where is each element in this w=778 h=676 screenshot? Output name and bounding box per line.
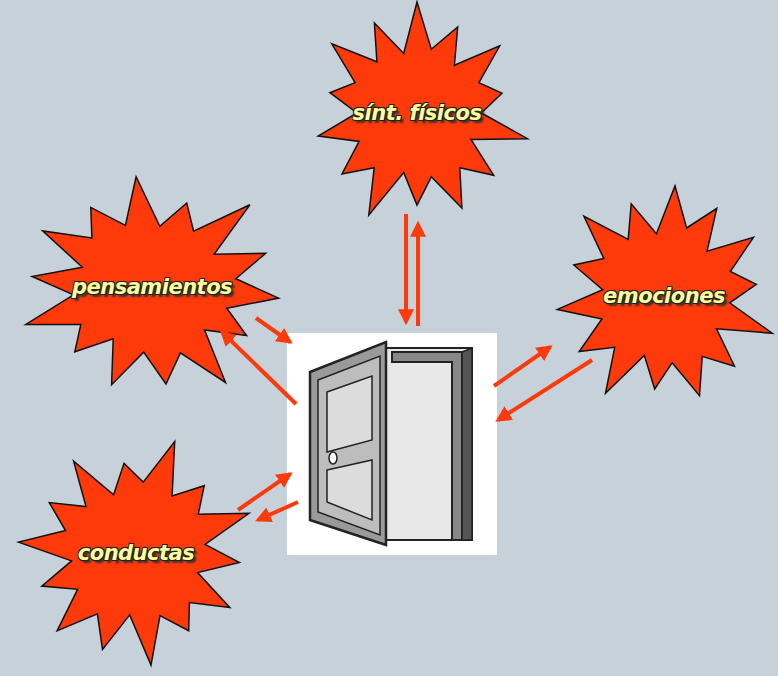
starburst-outline — [19, 442, 249, 666]
arrow-line — [222, 332, 296, 404]
door-leaf-face — [318, 356, 380, 535]
arrow-line — [498, 360, 592, 420]
starburst-node: emociones — [552, 182, 776, 410]
starburst-outline — [557, 186, 772, 396]
arrow-line — [258, 502, 298, 520]
door-frame-inner — [392, 352, 462, 540]
door-frame-side — [462, 348, 472, 540]
door-leaf — [310, 342, 386, 545]
starburst-node: pensamientos — [18, 176, 286, 398]
label-holder: emociones — [552, 182, 776, 410]
label-holder: pensamientos — [18, 176, 286, 398]
arrow-line — [238, 474, 290, 510]
door-panel — [327, 460, 372, 520]
label-holder: sínt. físicos — [308, 2, 526, 224]
burst-label: pensamientos — [72, 275, 232, 299]
starburst-node: conductas — [18, 440, 254, 666]
starburst-outline — [318, 2, 527, 215]
starburst-outline — [26, 177, 279, 385]
burst-label: emociones — [603, 284, 725, 308]
door-background — [287, 333, 497, 555]
arrow-line — [404, 214, 408, 322]
arrow-line — [416, 224, 420, 326]
arrow-line — [494, 347, 550, 386]
burst-label: conductas — [78, 541, 194, 565]
door-frame — [384, 348, 472, 540]
label-holder: conductas — [18, 440, 254, 666]
arrow-line — [256, 318, 290, 342]
starburst-node: sínt. físicos — [308, 2, 526, 224]
door-panel — [327, 376, 372, 452]
door-knob — [329, 452, 337, 464]
burst-label: sínt. físicos — [353, 101, 482, 125]
